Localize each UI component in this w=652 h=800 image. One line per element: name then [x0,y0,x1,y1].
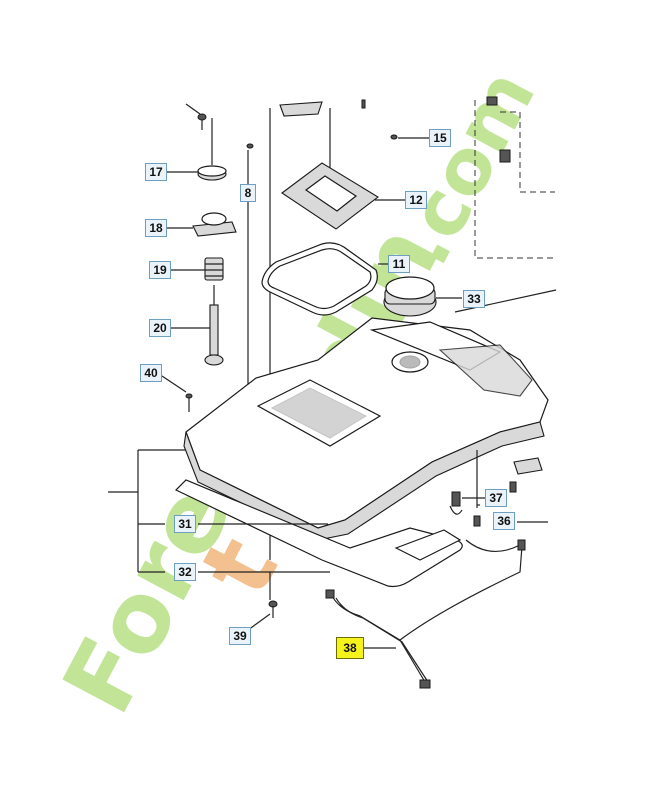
clip-part [499,149,511,163]
callout-33: 33 [463,290,485,308]
dashed-inset [474,100,555,259]
part-33-cap [383,276,462,317]
callout-37: 37 [485,489,507,507]
part-18-mount [167,212,237,237]
callout-8: 8 [240,184,256,202]
part-12-display [281,162,405,230]
part-40-screw [161,375,193,412]
callout-17: 17 [145,163,167,181]
callout-20: 20 [149,319,171,337]
part-20-shaft [170,285,224,366]
callout-15: 15 [429,129,451,147]
callout-40: 40 [140,364,162,382]
part-39-screw [247,600,278,631]
part-19-spring [170,257,224,281]
part-37-connector [449,491,485,515]
part-11-gasket [261,242,388,316]
callout-18: 18 [145,219,167,237]
callout-38: 38 [336,637,364,659]
callout-19: 19 [149,261,171,279]
callout-39: 39 [229,627,251,645]
callout-11: 11 [388,255,410,273]
right-bracket [513,457,543,475]
leader-lines [108,289,557,600]
callout-31: 31 [174,515,196,533]
part-15-screw [390,134,430,140]
main-body [183,317,549,541]
part-38-cable [325,539,526,689]
callout-32: 32 [174,563,196,581]
part-17-washer [167,118,227,181]
watermark-suffix: .com [377,55,552,278]
callout-12: 12 [405,191,427,209]
top-bracket [279,96,498,117]
callout-36: 36 [493,512,515,530]
part-8-screw [246,143,254,149]
part-32-gasket [174,479,463,588]
screw-top [185,103,207,130]
